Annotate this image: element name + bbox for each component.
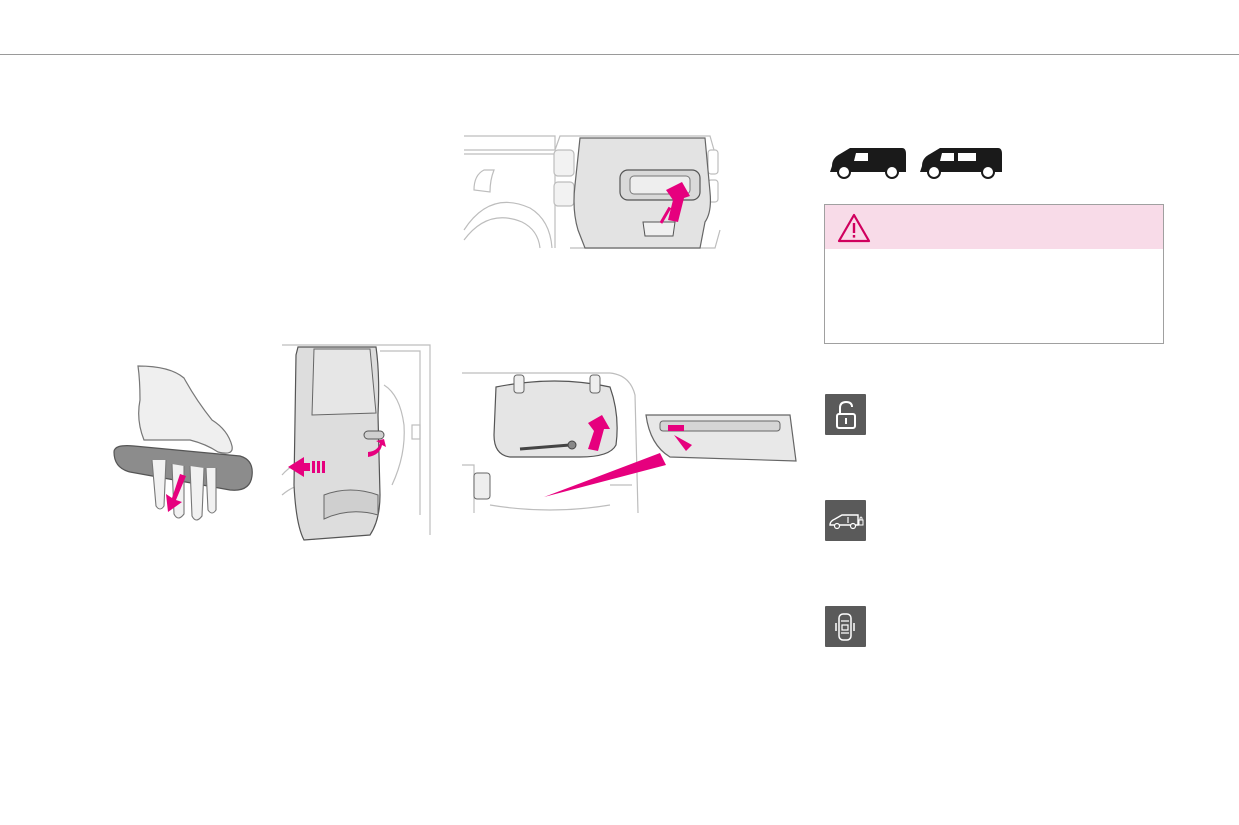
warning-box: [824, 204, 1164, 344]
warning-header: [825, 205, 1163, 249]
rear-window-illustration: [462, 372, 797, 514]
top-rule: [0, 54, 1239, 55]
warning-triangle-icon: [837, 213, 871, 243]
tailgate-handle-illustration: [463, 135, 721, 249]
passenger-van-icon: [920, 148, 1002, 179]
panel-van-icon: [830, 148, 906, 179]
padlock-open-icon: [825, 394, 866, 435]
warning-text: [825, 249, 1163, 269]
sliding-door-illustration: [281, 344, 431, 541]
vehicle-variant-icons: [830, 148, 1002, 179]
door-lock-icon: [825, 606, 866, 647]
van-lock-icon: [825, 500, 866, 541]
hand-handle-illustration: [113, 365, 253, 521]
